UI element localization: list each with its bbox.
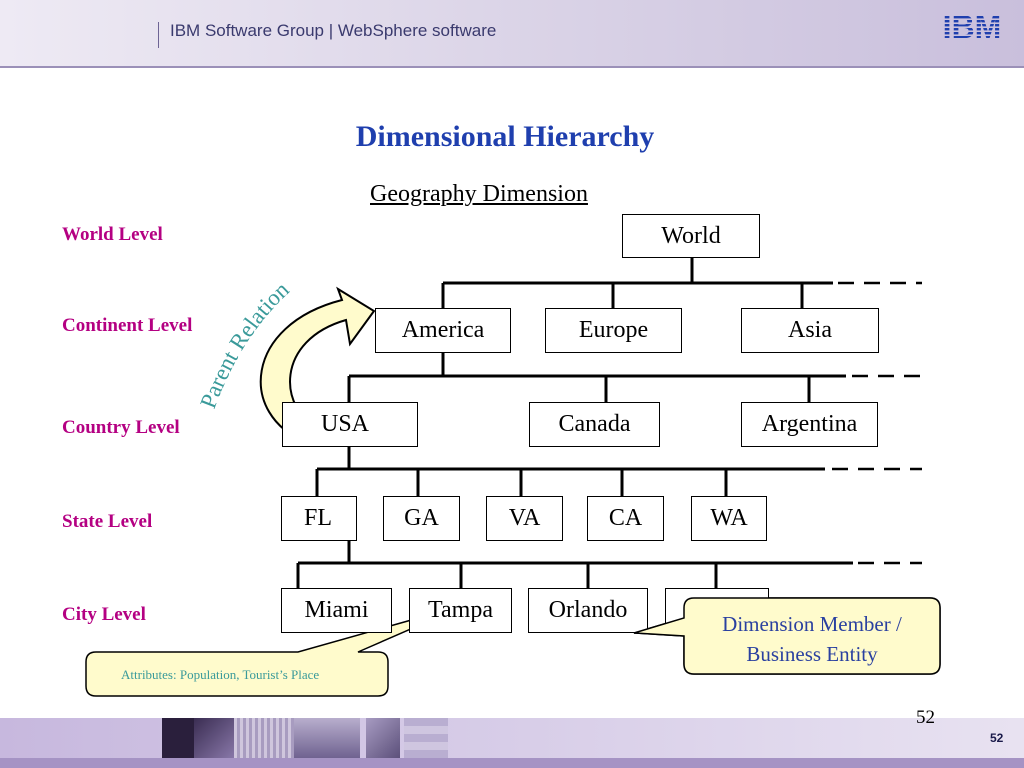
node-asia: Asia xyxy=(741,308,879,353)
node-ga: GA xyxy=(383,496,460,541)
node-tampa: Tampa xyxy=(409,588,512,633)
footer-photo-2 xyxy=(194,718,234,758)
node-world: World xyxy=(622,214,760,258)
header-separator xyxy=(158,22,159,48)
footer-photo-4 xyxy=(294,718,360,758)
ibm-logo-icon: IBM xyxy=(943,9,1002,42)
level-label-world: World Level xyxy=(62,224,163,245)
node-canada: Canada xyxy=(529,402,660,447)
member-callout-line1: Dimension Member / xyxy=(722,612,902,636)
member-callout-line2: Business Entity xyxy=(746,642,878,666)
ibm-logo-text: IBM xyxy=(943,9,1002,42)
level-label-city: City Level xyxy=(62,604,146,625)
node-va: VA xyxy=(486,496,563,541)
footer-page-number: 52 xyxy=(990,731,1004,745)
attributes-callout-text: Attributes: Population, Tourist’s Place xyxy=(121,667,320,682)
node-usa: USA xyxy=(282,402,418,447)
footer-photo-3 xyxy=(234,718,294,758)
level-label-state: State Level xyxy=(62,511,153,532)
attributes-callout-shape xyxy=(85,603,469,697)
footer-photo-5 xyxy=(366,718,400,758)
footer-strip xyxy=(0,758,1024,768)
node-wa: WA xyxy=(691,496,767,541)
node-ca: CA xyxy=(587,496,664,541)
footer-photo-6 xyxy=(404,718,448,758)
node-orlando: Orlando xyxy=(528,588,648,633)
level-label-country: Country Level xyxy=(62,417,180,438)
node-miami: Miami xyxy=(281,588,392,633)
node-fl: FL xyxy=(281,496,357,541)
node-europe: Europe xyxy=(545,308,682,353)
header-text: IBM Software Group | WebSphere software xyxy=(170,21,497,40)
header-bar xyxy=(0,0,1024,66)
slide-header: IBM Software Group | WebSphere software … xyxy=(0,0,1024,72)
node-argentina: Argentina xyxy=(741,402,878,447)
member-callout-text: Dimension Member / Business Entity xyxy=(686,609,938,669)
slide-number: 52 xyxy=(916,707,935,728)
slide-title: Dimensional Hierarchy xyxy=(355,120,655,153)
footer-photo-1 xyxy=(162,718,194,758)
level-label-continent: Continent Level xyxy=(62,315,193,336)
header-rule xyxy=(0,66,1024,68)
node-america: America xyxy=(375,308,511,353)
diagram-subtitle: Geography Dimension xyxy=(370,181,588,207)
